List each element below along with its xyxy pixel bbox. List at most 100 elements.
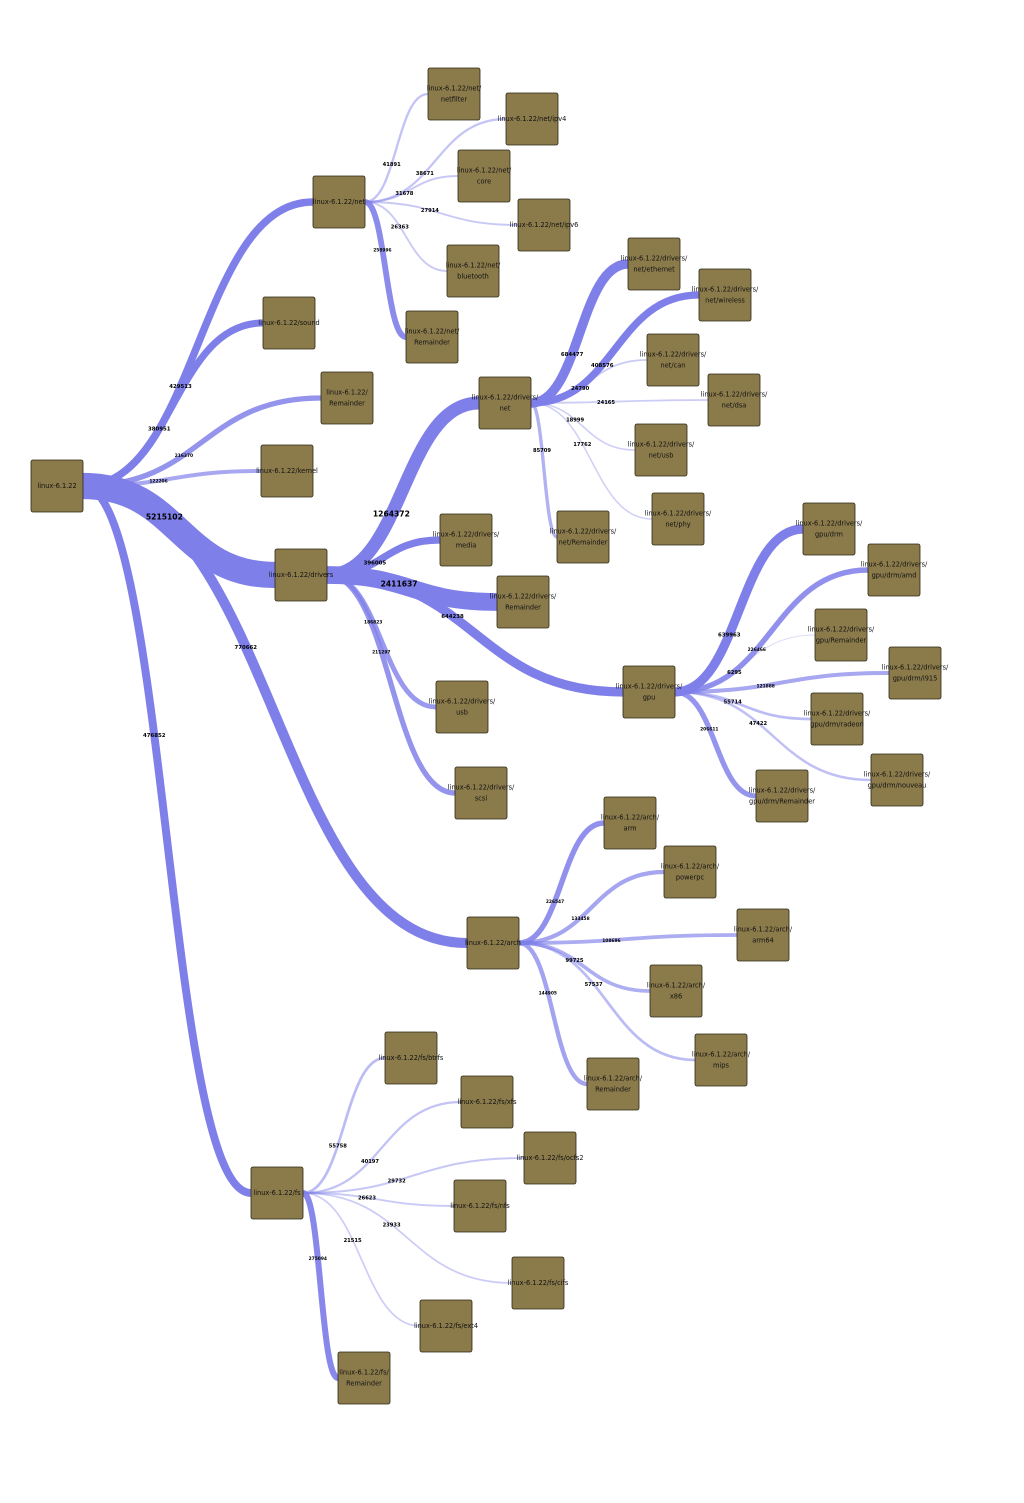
node-label-dn_phy-line-2: net/phy <box>665 521 690 529</box>
node-drv_usb[interactable]: linux-6.1.22/drivers/usb <box>429 680 496 734</box>
node-net[interactable]: linux-6.1.22/net <box>312 175 366 229</box>
edge-label-fs-to-fs_rem: 275094 <box>309 1256 327 1262</box>
node-box-dn_rem <box>556 510 610 564</box>
node-fs_btrfs[interactable]: linux-6.1.22/fs/btrfs <box>379 1031 444 1085</box>
edge-drivers-to-drv_gpu <box>326 570 624 697</box>
node-label-fs_cifs-line-1: linux-6.1.22/fs/cifs <box>508 1279 569 1287</box>
node-label-dn_ethernet-line-1: linux-6.1.22/drivers/ <box>621 255 688 263</box>
node-fs_nfs[interactable]: linux-6.1.22/fs/nfs <box>450 1179 510 1233</box>
node-dg_radeon[interactable]: linux-6.1.22/drivers/gpu/drm/radeon <box>804 692 871 746</box>
node-sound[interactable]: linux-6.1.22/sound <box>258 296 320 350</box>
node-label-net_bluetooth-line-1: linux-6.1.22/net/ <box>446 262 501 270</box>
node-arch_x86[interactable]: linux-6.1.22/arch/x86 <box>647 964 706 1018</box>
node-arch[interactable]: linux-6.1.22/arch <box>465 916 521 970</box>
node-net_core[interactable]: linux-6.1.22/net/core <box>457 149 512 203</box>
node-arch_powerpc[interactable]: linux-6.1.22/arch/powerpc <box>661 845 720 899</box>
edge-label-drv_net-to-dn_can: 24790 <box>571 386 589 392</box>
edge-label-net-to-net_ipv6: 27914 <box>421 208 439 214</box>
edge-label-root-to-fs: 476852 <box>143 733 166 739</box>
node-fs_ocfs2[interactable]: linux-6.1.22/fs/ocfs2 <box>516 1131 584 1185</box>
node-box-arch_arm64 <box>736 908 790 962</box>
node-net_ipv4[interactable]: linux-6.1.22/net/ipv4 <box>498 92 567 146</box>
edge-label-drv_gpu-to-dg_radeon: 55714 <box>724 700 742 706</box>
edge-drv_gpu-to-dg_drmrem <box>674 689 757 799</box>
edge-drv_gpu-to-dg_drm <box>674 524 804 697</box>
node-box-sound <box>262 296 316 350</box>
edge-label-root-to-sound: 380951 <box>148 427 171 433</box>
node-box-dn_ethernet <box>627 237 681 291</box>
edge-label-drv_gpu-to-dg_rem: 6295 <box>727 670 742 676</box>
node-arch_rem[interactable]: linux-6.1.22/arch/Remainder <box>584 1057 643 1111</box>
node-fs_rem[interactable]: linux-6.1.22/fs/Remainder <box>337 1351 391 1405</box>
node-dg_i915[interactable]: linux-6.1.22/drivers/gpu/drm/i915 <box>882 646 949 700</box>
node-box-dg_radeon <box>810 692 864 746</box>
node-label-arch-line-1: linux-6.1.22/arch <box>465 939 521 947</box>
node-dn_ethernet[interactable]: linux-6.1.22/drivers/net/ethernet <box>621 237 688 291</box>
node-box-arch_x86 <box>649 964 703 1018</box>
node-box-dn_phy <box>651 492 705 546</box>
node-dg_amd[interactable]: linux-6.1.22/drivers/gpu/drm/amd <box>861 543 928 597</box>
node-label-drv_usb-line-2: usb <box>456 709 468 717</box>
node-label-arch_rem-line-1: linux-6.1.22/arch/ <box>584 1075 643 1083</box>
node-dn_usb[interactable]: linux-6.1.22/drivers/net/usb <box>628 423 695 477</box>
node-root[interactable]: linux-6.1.22 <box>30 459 84 513</box>
node-rem[interactable]: linux-6.1.22/Remainder <box>320 371 374 425</box>
node-label-dg_i915-line-1: linux-6.1.22/drivers/ <box>882 664 949 672</box>
edge-arch-to-arch_powerpc <box>518 869 665 946</box>
node-dn_dsa[interactable]: linux-6.1.22/drivers/net/dsa <box>701 373 768 427</box>
node-dg_drm[interactable]: linux-6.1.22/drivers/gpu/drm <box>796 502 863 556</box>
node-dn_rem[interactable]: linux-6.1.22/drivers/net/Remainder <box>550 510 617 564</box>
edge-drv_net-to-dn_phy <box>530 402 653 520</box>
node-box-drv_net <box>478 376 532 430</box>
node-drv_rem[interactable]: linux-6.1.22/drivers/Remainder <box>490 575 557 629</box>
edge-net-to-net_ipv4 <box>364 117 507 204</box>
edge-label-fs-to-fs_ext4: 21515 <box>344 1238 362 1244</box>
node-fs_cifs[interactable]: linux-6.1.22/fs/cifs <box>508 1256 569 1310</box>
node-dg_rem[interactable]: linux-6.1.22/drivers/gpu/Remainder <box>808 608 875 662</box>
node-dn_can[interactable]: linux-6.1.22/drivers/net/can <box>640 333 707 387</box>
node-dg_nouveau[interactable]: linux-6.1.22/drivers/gpu/drm/nouveau <box>864 753 931 807</box>
node-arch_mips[interactable]: linux-6.1.22/arch/mips <box>692 1033 751 1087</box>
node-label-dn_wireless-line-1: linux-6.1.22/drivers/ <box>692 286 759 294</box>
node-label-dn_usb-line-2: net/usb <box>649 452 674 460</box>
node-drv_media[interactable]: linux-6.1.22/drivers/media <box>433 513 500 567</box>
node-box-root <box>30 459 84 513</box>
node-net_bluetooth[interactable]: linux-6.1.22/net/bluetooth <box>446 244 501 298</box>
node-label-dg_drmrem-line-1: linux-6.1.22/drivers/ <box>749 787 816 795</box>
node-fs_ext4[interactable]: linux-6.1.22/fs/ext4 <box>414 1299 478 1353</box>
node-dn_phy[interactable]: linux-6.1.22/drivers/net/phy <box>645 492 712 546</box>
node-label-dn_phy-line-1: linux-6.1.22/drivers/ <box>645 510 712 518</box>
edge-arch-to-arch_rem <box>518 940 588 1087</box>
edge-label-drivers-to-drv_usb: 186823 <box>364 620 382 626</box>
node-net_rem[interactable]: linux-6.1.22/net/Remainder <box>405 310 460 364</box>
edge-fs-to-fs_cifs <box>302 1192 513 1284</box>
edge-fs-to-fs_ocfs2 <box>302 1157 525 1194</box>
node-box-fs_ocfs2 <box>523 1131 577 1185</box>
node-label-drv_gpu-line-1: linux-6.1.22/drivers/ <box>616 683 683 691</box>
node-label-net_netfilter-line-1: linux-6.1.22/net/ <box>427 85 482 93</box>
node-label-net_bluetooth-line-2: bluetooth <box>457 273 489 281</box>
edge-drv_gpu-to-dg_amd <box>674 567 869 695</box>
node-arch_arm64[interactable]: linux-6.1.22/arch/arm64 <box>734 908 793 962</box>
node-box-fs <box>250 1166 304 1220</box>
node-drv_net[interactable]: linux-6.1.22/drivers/net <box>472 376 539 430</box>
node-drv_gpu[interactable]: linux-6.1.22/drivers/gpu <box>616 665 683 719</box>
edge-drv_gpu-to-dg_rem <box>674 634 816 693</box>
node-fs[interactable]: linux-6.1.22/fs <box>250 1166 304 1220</box>
node-net_ipv6[interactable]: linux-6.1.22/net/ipv6 <box>510 198 579 252</box>
node-fs_xfs[interactable]: linux-6.1.22/fs/xfs <box>457 1075 517 1129</box>
edge-label-fs-to-fs_ocfs2: 29732 <box>388 1179 406 1185</box>
node-dn_wireless[interactable]: linux-6.1.22/drivers/net/wireless <box>692 268 759 322</box>
node-label-dg_amd-line-1: linux-6.1.22/drivers/ <box>861 561 928 569</box>
node-drivers[interactable]: linux-6.1.22/drivers <box>269 548 334 602</box>
node-label-drv_media-line-2: media <box>456 542 477 550</box>
node-drv_scsi[interactable]: linux-6.1.22/drivers/scsi <box>448 766 515 820</box>
node-label-arch_arm-line-1: linux-6.1.22/arch/ <box>601 814 660 822</box>
node-dg_drmrem[interactable]: linux-6.1.22/drivers/gpu/drm/Remainder <box>749 769 816 823</box>
edge-root-to-sound <box>82 319 264 490</box>
node-arch_arm[interactable]: linux-6.1.22/arch/arm <box>601 796 660 850</box>
node-label-net_netfilter-line-2: netfilter <box>441 96 467 104</box>
edge-label-fs-to-fs_xfs: 40197 <box>361 1159 379 1165</box>
node-net_netfilter[interactable]: linux-6.1.22/net/netfilter <box>427 67 482 121</box>
node-kernel[interactable]: linux-6.1.22/kernel <box>256 444 318 498</box>
